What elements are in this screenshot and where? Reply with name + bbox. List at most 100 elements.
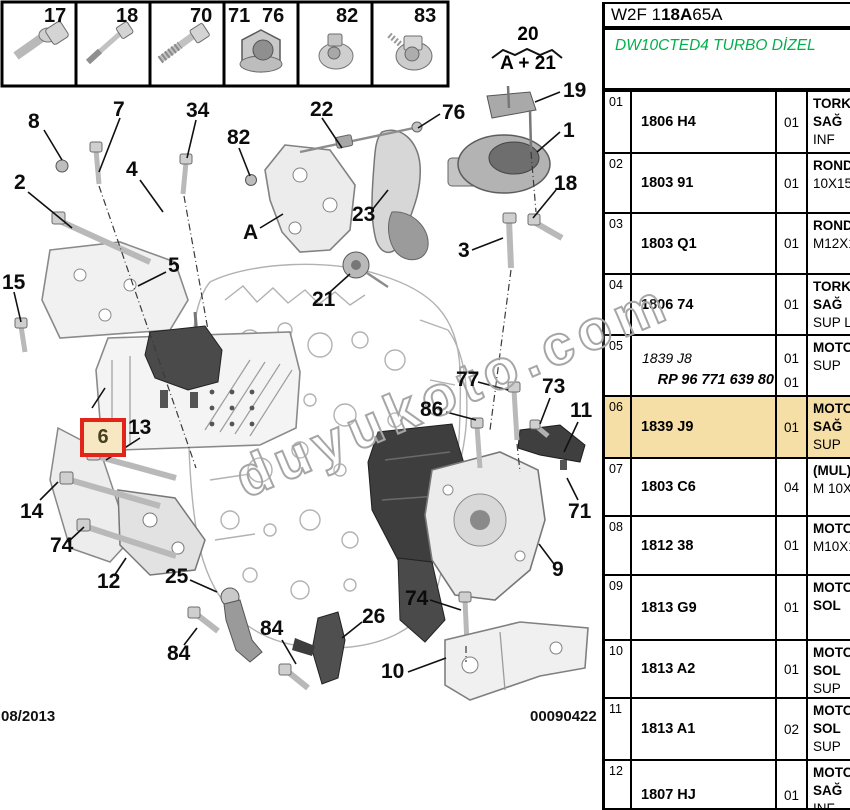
bolt-7 bbox=[93, 149, 102, 185]
callout-71: 71 bbox=[568, 500, 592, 523]
callout-A: A bbox=[243, 221, 259, 244]
bracket-26 bbox=[311, 611, 346, 685]
callout-5: 5 bbox=[168, 254, 180, 277]
legend-num-76: 76 bbox=[262, 5, 285, 27]
legend-num-17: 17 bbox=[44, 5, 67, 27]
part-ref: 1803 91 bbox=[632, 154, 777, 212]
part-ref: 1806 74 bbox=[632, 275, 777, 334]
part-ref: 1813 A1 bbox=[632, 699, 777, 759]
group-note-top: 20 bbox=[517, 24, 539, 45]
part-desc: MOTOM10X1 bbox=[813, 521, 850, 554]
diagram-artwork bbox=[0, 0, 589, 701]
table-row-07[interactable]: 07 1803 C6 04 (MUL)M 10X1 bbox=[605, 459, 850, 517]
bolt-2 bbox=[60, 219, 152, 265]
callout-34: 34 bbox=[186, 99, 210, 122]
row-number: 09 bbox=[605, 576, 632, 639]
callout-2: 2 bbox=[14, 171, 26, 194]
callout-12: 12 bbox=[97, 570, 121, 593]
part-qty: 01 bbox=[777, 576, 808, 639]
callout-84b: 84 bbox=[260, 617, 284, 640]
legend-bolt-18-icon bbox=[85, 21, 134, 65]
bolt-86 bbox=[474, 425, 483, 469]
group-note-20-a21: 20 A + 21 bbox=[488, 24, 568, 75]
bracket-A-part bbox=[264, 144, 356, 253]
callout-15: 15 bbox=[2, 271, 26, 294]
nut-8 bbox=[55, 159, 69, 173]
exploded-parts-diagram: 17 18 70 71 76 82 83 20 A + 21 8 7 34 22… bbox=[0, 0, 681, 725]
part-desc: (MUL)M 10X1 bbox=[813, 463, 850, 496]
callout-76: 76 bbox=[442, 101, 466, 124]
table-row-02[interactable]: 02 1803 91 01 ROND10X150 bbox=[605, 154, 850, 214]
part-qty: 01 bbox=[777, 214, 808, 273]
part-qty: 01 bbox=[777, 761, 808, 808]
row-number: 01 bbox=[605, 92, 632, 152]
legend-nut-82-icon bbox=[318, 33, 354, 70]
part-ref-superseded: 1839 J8 bbox=[642, 350, 692, 366]
bolt-3 bbox=[506, 219, 514, 269]
callout-73: 73 bbox=[542, 375, 566, 398]
callout-13: 13 bbox=[128, 416, 152, 439]
callout-84a: 84 bbox=[167, 642, 191, 665]
engine-variant-title: DW10CTED4 TURBO DİZEL bbox=[615, 37, 816, 54]
callout-26: 26 bbox=[362, 605, 386, 628]
code-bold: 18A bbox=[661, 5, 693, 24]
callout-8: 8 bbox=[28, 110, 40, 133]
row-number: 04 bbox=[605, 275, 632, 334]
selected-callout-6[interactable]: 6 bbox=[80, 418, 126, 457]
callout-18: 18 bbox=[554, 172, 578, 195]
part-ref: 1813 A2 bbox=[632, 641, 777, 697]
part-qty: 01 bbox=[777, 154, 808, 212]
callout-25: 25 bbox=[165, 565, 189, 588]
legend-nut-71-76-icon bbox=[239, 29, 283, 73]
part-qty: 01 bbox=[777, 275, 808, 334]
part-19-plate bbox=[486, 91, 537, 119]
table-row-08[interactable]: 08 1812 38 01 MOTOM10X1 bbox=[605, 517, 850, 576]
bracket-12 bbox=[117, 489, 206, 576]
part-desc: RONDM12X1 bbox=[813, 218, 850, 251]
part-ref: 1806 H4 bbox=[632, 92, 777, 152]
row-number: 05 bbox=[605, 336, 632, 395]
row-number: 11 bbox=[605, 699, 632, 759]
legend-num-70: 70 bbox=[190, 5, 213, 27]
group-note-bottom: A + 21 bbox=[500, 53, 556, 74]
row-number: 02 bbox=[605, 154, 632, 212]
mount-9-part bbox=[424, 451, 546, 601]
part-ref: 1803 C6 bbox=[632, 459, 777, 515]
part-23-blade bbox=[388, 211, 429, 261]
part-ref: 1803 Q1 bbox=[632, 214, 777, 273]
callout-23: 23 bbox=[352, 203, 376, 226]
legend-num-82: 82 bbox=[336, 5, 359, 27]
callout-14: 14 bbox=[20, 500, 44, 523]
callout-82: 82 bbox=[227, 126, 251, 149]
part-ref: 1839 J9 bbox=[632, 397, 777, 457]
part-qty: 04 bbox=[777, 459, 808, 515]
legend-num-83: 83 bbox=[414, 5, 437, 27]
bolt-77 bbox=[511, 389, 520, 441]
catalog-code-header: W2F 1 18A 65A bbox=[602, 2, 850, 28]
callout-74b: 74 bbox=[405, 587, 429, 610]
part-ref: 1813 G9 bbox=[632, 576, 777, 639]
bolt-14 bbox=[69, 477, 161, 509]
part-qty: 02 bbox=[777, 699, 808, 759]
callout-11: 11 bbox=[570, 399, 593, 422]
row-number: 10 bbox=[605, 641, 632, 697]
legend-num-71: 71 bbox=[228, 5, 251, 27]
table-row-03[interactable]: 03 1803 Q1 01 RONDM12X1 bbox=[605, 214, 850, 275]
code-suffix: 65A bbox=[692, 5, 723, 24]
bracket-11 bbox=[517, 424, 586, 463]
bolt-13 bbox=[95, 453, 177, 481]
legend-num-18: 18 bbox=[116, 5, 139, 27]
